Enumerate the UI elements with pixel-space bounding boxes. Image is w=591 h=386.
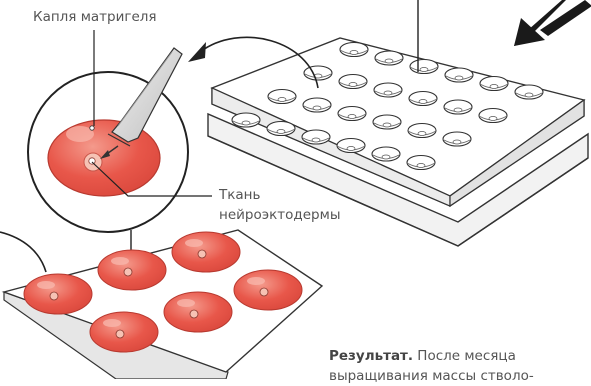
drop-highlight (185, 239, 203, 247)
well-bottom (453, 140, 461, 144)
tissue-label-line2: нейроэктодермы (219, 207, 340, 224)
well-bottom (242, 121, 250, 125)
dish-drop (90, 312, 158, 352)
well-bottom (455, 76, 463, 80)
tissue-label-line1: Ткань (219, 187, 260, 204)
well-bottom (385, 59, 393, 63)
well-bottom (420, 68, 428, 72)
drop-tissue (190, 310, 198, 318)
drop-tissue (198, 250, 206, 258)
drop-tissue (260, 288, 268, 296)
dish-drop (164, 292, 232, 332)
well-bottom (313, 106, 321, 110)
drop-highlight (177, 299, 195, 307)
drop-tissue (50, 292, 58, 300)
well-bottom (350, 51, 358, 55)
drop-tissue (116, 330, 124, 338)
well-bottom (383, 123, 391, 127)
dish-drop (98, 250, 166, 290)
well-bottom (312, 138, 320, 142)
transfer-arrow-head-icon (188, 42, 206, 62)
well-bottom (419, 100, 427, 104)
well-bottom (348, 115, 356, 119)
result-bold: Результат. (329, 348, 413, 364)
well-bottom (454, 108, 462, 112)
well-bottom (277, 130, 285, 134)
result-line1: После месяца (413, 348, 516, 364)
well-bottom (382, 155, 390, 159)
drop-highlight (111, 257, 129, 265)
drop-tissue (124, 268, 132, 276)
well-bottom (490, 85, 498, 89)
well-bottom (489, 117, 497, 121)
well-bottom (384, 91, 392, 95)
matrigel-drop-label: Капля матригеля (33, 9, 157, 26)
well-bottom (349, 83, 357, 87)
well-bottom (347, 147, 355, 151)
well-bottom (417, 164, 425, 168)
drop-highlight (247, 277, 265, 285)
well-bottom (525, 93, 533, 97)
dish-drop (234, 270, 302, 310)
zoom-circle (28, 48, 188, 232)
well-bottom (278, 98, 286, 102)
culture-dish (4, 230, 322, 379)
drop-highlight (37, 281, 55, 289)
matrigel-drop (48, 120, 160, 196)
left-arc (0, 232, 46, 272)
dish-drop (24, 274, 92, 314)
dish-drop (172, 232, 240, 272)
drop-highlight (103, 319, 121, 327)
well-bottom (418, 132, 426, 136)
result-line2: выращивания массы стволо- (329, 366, 534, 386)
result-text: Результат. После месяца (329, 346, 516, 366)
